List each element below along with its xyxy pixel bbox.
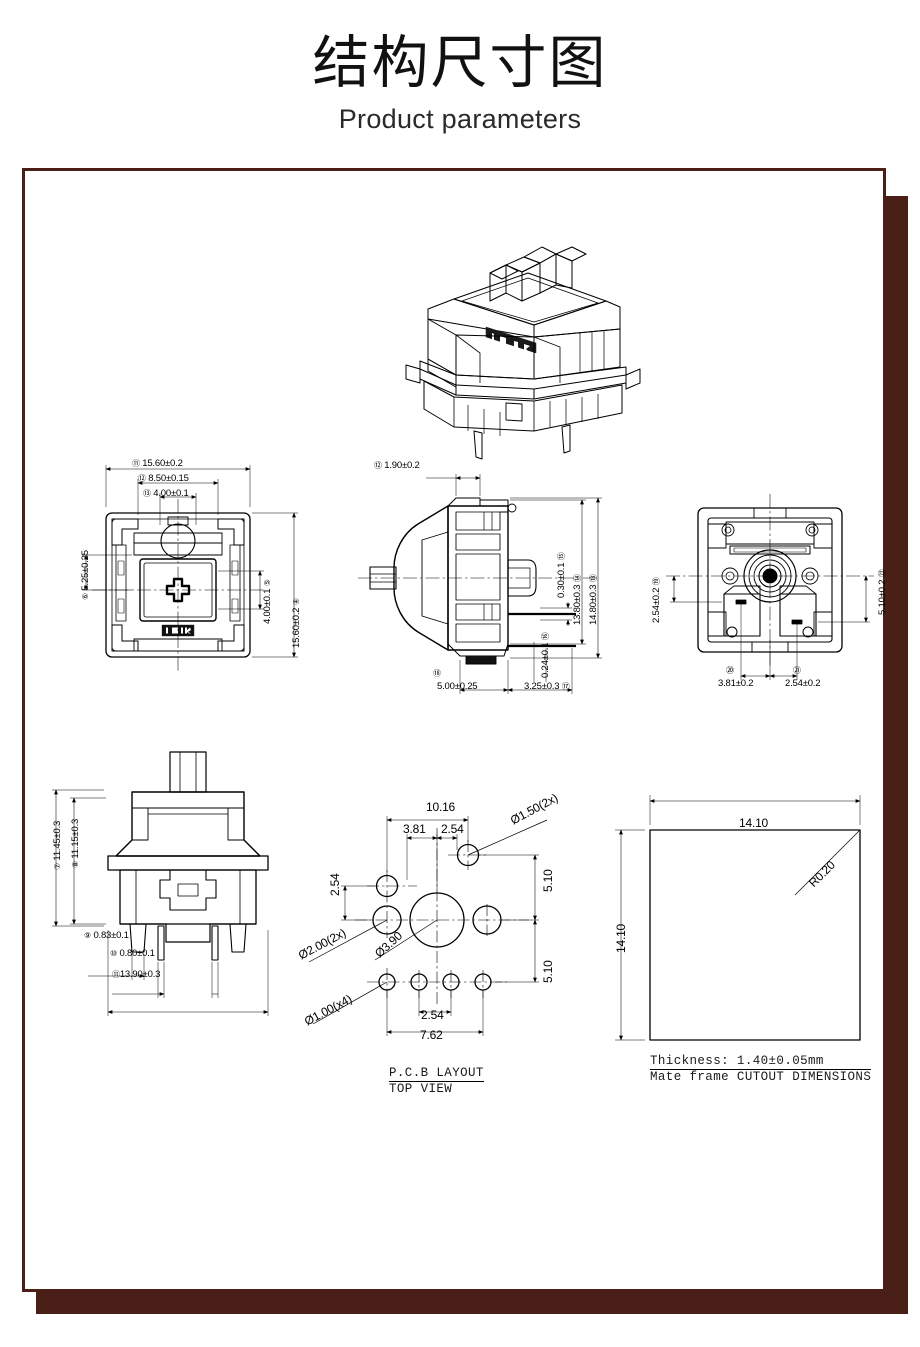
dim-bot-4-balloon: ㉑ [793,666,801,675]
dim-front-2: ⑧ 11.15±0.3 [70,818,81,868]
dim-pcb-6: 5.10 [541,960,555,983]
dim-front-3: ⑨ 0.83±0.1 [84,930,129,941]
dim-bot-3: 3.81±0.2 [718,678,754,689]
dim-pcb-2: 3.81 [403,822,426,836]
dim-side-6: 5.00±0.25 [437,681,478,692]
dim-bot-3-balloon: ⑳ [726,666,734,675]
dim-bot-2: 5.10±0.2 ㉒ [877,569,888,615]
dim-pcb-3: 2.54 [441,822,464,836]
page-header: 结构尺寸图 Product parameters [0,0,920,136]
pcb-caption-line2: TOP VIEW [389,1082,453,1096]
dim-pcb-4: 2.54 [328,873,342,896]
dim-side-7: 3.25±0.3 ⑰ [524,681,570,692]
pcb-caption: P.C.B LAYOUT TOP VIEW [389,1066,484,1096]
cutout-caption: Thickness: 1.40±0.05mm Mate frame CUTOUT… [650,1054,872,1084]
cutout-caption-line1: Thickness: 1.40±0.05mm [650,1054,872,1070]
dim-front-5: ⑪13.90±0.3 [112,969,161,980]
dim-pcb-1: 10.16 [426,800,456,814]
dim-top-3: ⑬ 4.00±0.1 [143,488,189,499]
dim-side-1: ⑫ 1.90±0.2 [374,460,420,471]
dim-side-3: 13.80±0.3 ⑭ [572,574,583,625]
dim-top-5: 4.00±0.1 ⑤ [262,579,273,624]
dim-top-2: ⑫ 8.50±0.15 [138,473,189,484]
dim-front-1: ⑦ 11.45±0.3 [52,820,63,870]
frame-shadow-right [886,196,908,1314]
frame-shadow-bottom [36,1292,908,1314]
dim-cut-1: 14.10 [739,816,769,830]
page-title: 结构尺寸图 [312,31,608,95]
dim-bot-1: 2.54±0.2 ⑲ [651,577,662,623]
dim-pcb-5: 5.10 [541,869,555,892]
dim-side-5: 0.24±0.1 ⑯ [540,632,551,678]
drawing-frame [22,168,886,1292]
page-subtitle: Product parameters [338,104,582,134]
dim-top-4: ⑥ 5.25±0.25 [80,550,91,600]
dim-side-2: 0.30±0.1 ⑮ [556,552,567,598]
dim-side-6-balloon: ⑱ [433,669,441,678]
dim-cut-2: 14.10 [614,923,628,953]
dim-front-4: ⑩ 0.80±0.1 [110,948,155,959]
cutout-caption-line2: Mate frame CUTOUT DIMENSIONS [650,1070,872,1084]
dim-pcb-7: 2.54 [421,1008,444,1022]
dim-top-1: ⑪ 15.60±0.2 [132,458,183,469]
dim-bot-4: 2.54±0.2 [785,678,821,689]
pcb-caption-line1: P.C.B LAYOUT [389,1066,484,1082]
dim-top-6: 15.60±0.2 ④ [291,598,302,648]
dim-side-4: 14.80±0.3 ⑬ [588,574,599,625]
dim-pcb-8: 7.62 [420,1028,443,1042]
